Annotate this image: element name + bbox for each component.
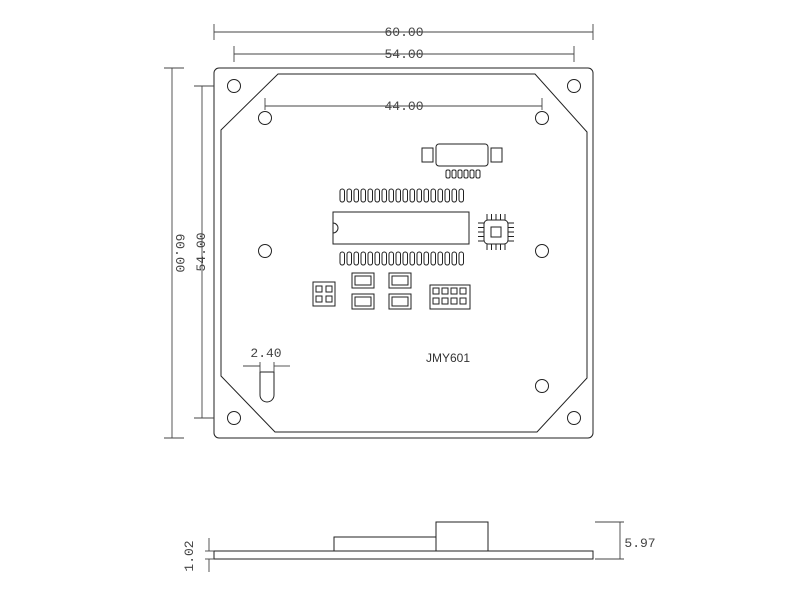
board-outline xyxy=(213,67,594,439)
dip-pin xyxy=(437,251,443,266)
dip-pin xyxy=(367,188,373,203)
svg-text:60.00: 60.00 xyxy=(384,25,423,40)
svg-text:2.40: 2.40 xyxy=(250,346,281,361)
dimension-total-height: 5.97 xyxy=(595,521,656,560)
dip-pin xyxy=(423,188,429,203)
dip-pin xyxy=(395,251,401,266)
svg-text:44.00: 44.00 xyxy=(384,99,423,114)
connector-pad xyxy=(450,287,458,295)
smd-part-3 xyxy=(351,293,375,310)
dip-pin xyxy=(451,188,457,203)
dip-pin xyxy=(360,251,366,266)
dip-pin xyxy=(374,188,380,203)
connector-pad xyxy=(441,297,449,305)
svg-text:5.97: 5.97 xyxy=(624,536,655,551)
dip-pin xyxy=(388,251,394,266)
mounting-hole-tl xyxy=(227,79,241,93)
side-crystal xyxy=(435,521,489,552)
dip-pin xyxy=(339,251,345,266)
dip-pin xyxy=(437,188,443,203)
inner-hole-mr xyxy=(535,244,549,258)
dip-pin xyxy=(430,188,436,203)
dip-pin xyxy=(339,188,345,203)
dip-pin xyxy=(444,251,450,266)
dip-pin xyxy=(346,251,352,266)
inner-hole-br xyxy=(535,379,549,393)
dip-pin xyxy=(430,251,436,266)
dimension-overall-width: 60.00 xyxy=(213,24,594,40)
board-label: JMY601 xyxy=(426,351,470,365)
dip-pin xyxy=(409,188,415,203)
inner-hole-tr xyxy=(535,111,549,125)
dip-pin xyxy=(353,251,359,266)
svg-text:1.02: 1.02 xyxy=(182,540,197,571)
connector-pad xyxy=(459,297,467,305)
dip-pin xyxy=(346,188,352,203)
dip-pin xyxy=(458,251,464,266)
connector-pad xyxy=(459,287,467,295)
dimension-board-thickness: 1.02 xyxy=(182,538,214,572)
dip-pin xyxy=(360,188,366,203)
side-view xyxy=(213,521,594,560)
svg-text:54.00: 54.00 xyxy=(384,47,423,62)
dip-ic xyxy=(332,188,470,266)
mounting-hole-tr xyxy=(567,79,581,93)
side-board xyxy=(213,550,594,560)
slot xyxy=(259,371,275,403)
dip-pin xyxy=(402,251,408,266)
dip-pin xyxy=(444,188,450,203)
connector-pad xyxy=(432,287,440,295)
connector-pad xyxy=(432,297,440,305)
inner-hole-tl xyxy=(258,111,272,125)
smd-part-2 xyxy=(388,272,412,289)
mounting-hole-bl xyxy=(227,411,241,425)
pad xyxy=(469,169,475,179)
connector-pad xyxy=(450,297,458,305)
dimension-slot-width: 2.40 xyxy=(243,346,290,372)
dip-pin xyxy=(416,188,422,203)
dip-pin xyxy=(416,251,422,266)
svg-text:60.00: 60.00 xyxy=(172,233,187,272)
crystal-component xyxy=(421,143,503,179)
board-inner-outline xyxy=(220,73,588,433)
connector-left xyxy=(312,281,336,307)
dip-pin xyxy=(451,251,457,266)
qfn-chip xyxy=(478,214,514,250)
smd-part-1 xyxy=(351,272,375,289)
pad xyxy=(457,169,463,179)
dip-pin xyxy=(353,188,359,203)
pad xyxy=(463,169,469,179)
dip-pin xyxy=(395,188,401,203)
dimension-hole-span: 44.00 xyxy=(264,98,543,114)
dip-pin xyxy=(423,251,429,266)
dip-pin xyxy=(388,188,394,203)
dip-pin xyxy=(402,188,408,203)
top-view: JMY601 xyxy=(213,67,594,439)
connector-pad xyxy=(441,287,449,295)
svg-text:54.00: 54.00 xyxy=(194,232,209,271)
dip-pin xyxy=(381,188,387,203)
side-dip-ic xyxy=(333,536,437,552)
smd-part-4 xyxy=(388,293,412,310)
pad xyxy=(475,169,481,179)
dip-pin xyxy=(458,188,464,203)
inner-hole-ml xyxy=(258,244,272,258)
dip-pin xyxy=(409,251,415,266)
dimension-inner-height: 54.00 xyxy=(194,85,214,419)
dip-pin xyxy=(381,251,387,266)
connector-right xyxy=(429,284,471,310)
dip-pin xyxy=(367,251,373,266)
mounting-hole-br xyxy=(567,411,581,425)
dip-pin xyxy=(374,251,380,266)
dimension-inner-width: 54.00 xyxy=(233,46,575,62)
pad xyxy=(445,169,451,179)
dimension-overall-height: 60.00 xyxy=(164,67,187,439)
pad xyxy=(451,169,457,179)
